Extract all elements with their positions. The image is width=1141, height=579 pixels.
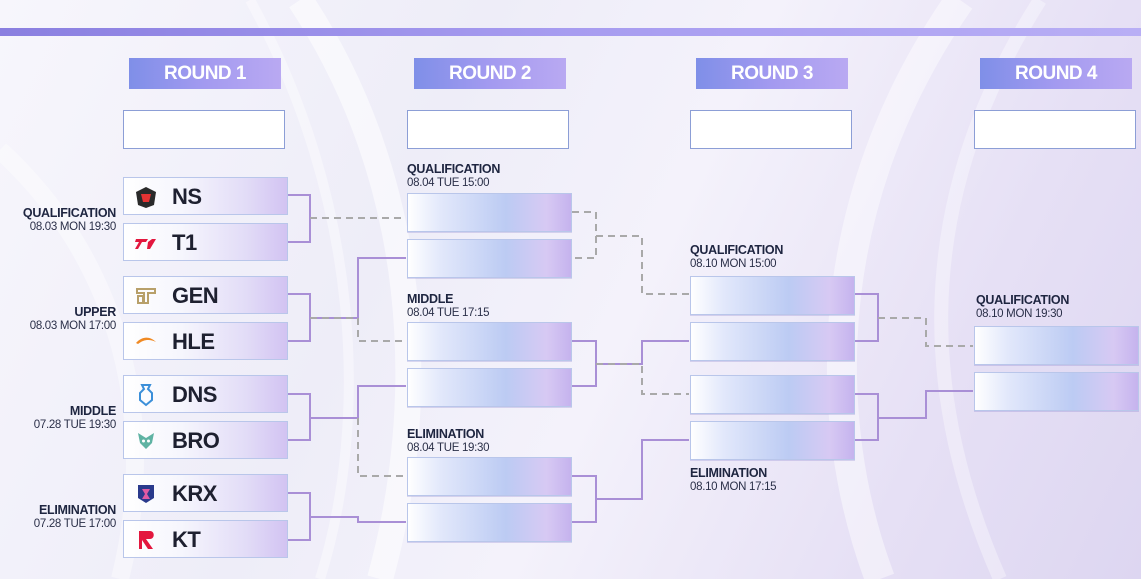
team-name: KT [172,527,201,552]
team-name: HLE [172,329,215,354]
r1-elimination-time: 07.28 TUE 17:00 [33,518,117,530]
round-3-header: ROUND 3 [696,58,848,89]
r1-elimination-label: ELIMINATION 07.28 TUE 17:00 [33,503,117,531]
team-name: T1 [172,230,197,255]
r1-qualification-label: QUALIFICATION 08.03 MON 19:30 [23,206,116,234]
r3-qualification-title: QUALIFICATION [690,243,784,257]
team-slot-t1[interactable]: T1 [123,223,288,261]
team-slot-kt[interactable]: KT [123,520,288,558]
r1-middle-title: MIDDLE [69,404,116,418]
round-3-info-box [690,110,852,149]
r2-middle-title: MIDDLE [407,292,454,306]
kt-logo-icon [139,531,154,549]
team-slot-hle[interactable]: HLE [123,322,288,360]
r2-middle-label: MIDDLE 08.04 TUE 17:15 [407,292,490,320]
r3-qualification-time: 08.10 MON 15:00 [690,258,777,270]
r4-qualification-label: QUALIFICATION 08.10 MON 19:30 [976,293,1069,321]
r2-qualification-slot-1[interactable] [407,193,572,232]
r1-elimination-title: ELIMINATION [38,503,116,517]
r3-elimination-label: ELIMINATION 08.10 MON 17:15 [690,466,777,494]
r2-qualification-time: 08.04 TUE 15:00 [407,177,490,189]
team-name: KRX [172,481,217,506]
r2-middle-time: 08.04 TUE 17:15 [407,307,490,319]
team-name: BRO [172,428,220,453]
r1-upper-time: 08.03 MON 17:00 [29,320,117,332]
dns-logo-icon [139,384,153,407]
round-1-header: ROUND 1 [129,58,281,89]
round-2-info-box [407,110,569,149]
r3-elimination-time: 08.10 MON 17:15 [690,481,777,493]
r2-middle-slot-2[interactable] [407,368,572,407]
r3-elimination-slot-2[interactable] [690,421,855,460]
team-slot-krx[interactable]: KRX [123,474,288,512]
t1-logo-icon [135,239,156,249]
team-name: NS [172,184,202,209]
r1-middle-time: 07.28 TUE 19:30 [33,419,117,431]
top-accent-bar [0,28,1141,36]
round-4-info-box [974,110,1136,149]
r2-elimination-slot-1[interactable] [407,457,572,496]
r2-qualification-slot-2[interactable] [407,239,572,278]
team-slot-ns[interactable]: NS [123,177,288,215]
r2-qualification-label: QUALIFICATION 08.04 TUE 15:00 [407,162,500,190]
r2-middle-slot-1[interactable] [407,322,572,361]
krx-logo-icon [138,485,154,503]
r4-qualification-title: QUALIFICATION [976,293,1070,307]
r3-elimination-title: ELIMINATION [690,466,768,480]
hle-logo-icon [136,337,156,344]
gen-logo-icon [136,288,156,304]
r4-qualification-time: 08.10 MON 19:30 [976,308,1063,320]
r2-qualification-title: QUALIFICATION [407,162,501,176]
team-name: GEN [172,283,219,308]
team-slot-gen[interactable]: GEN [123,276,288,314]
r3-qualification-slot-2[interactable] [690,322,855,361]
bro-logo-icon [138,433,154,449]
r1-qualification-title: QUALIFICATION [22,206,116,220]
r1-upper-label: UPPER 08.03 MON 17:00 [29,305,117,333]
r2-elimination-time: 08.04 TUE 19:30 [407,442,490,454]
r1-upper-title: UPPER [74,305,116,319]
r1-qualification-time: 08.03 MON 19:30 [29,221,117,233]
round-2-header: ROUND 2 [414,58,566,89]
r3-qualification-slot-1[interactable] [690,276,855,315]
round-1-info-box [123,110,285,149]
r2-elimination-slot-2[interactable] [407,503,572,542]
r3-qualification-label: QUALIFICATION 08.10 MON 15:00 [690,243,783,271]
r2-elimination-title: ELIMINATION [407,427,485,441]
r1-middle-label: MIDDLE 07.28 TUE 19:30 [33,404,117,432]
r4-qualification-slot-1[interactable] [974,326,1139,365]
round-4-header: ROUND 4 [980,58,1132,89]
r2-elimination-label: ELIMINATION 08.04 TUE 19:30 [407,427,490,455]
team-slot-bro[interactable]: BRO [123,421,288,459]
ns-logo-icon [136,187,156,208]
r3-elimination-slot-1[interactable] [690,375,855,414]
r4-qualification-slot-2[interactable] [974,372,1139,411]
team-name: DNS [172,382,217,407]
team-slot-dns[interactable]: DNS [123,375,288,413]
